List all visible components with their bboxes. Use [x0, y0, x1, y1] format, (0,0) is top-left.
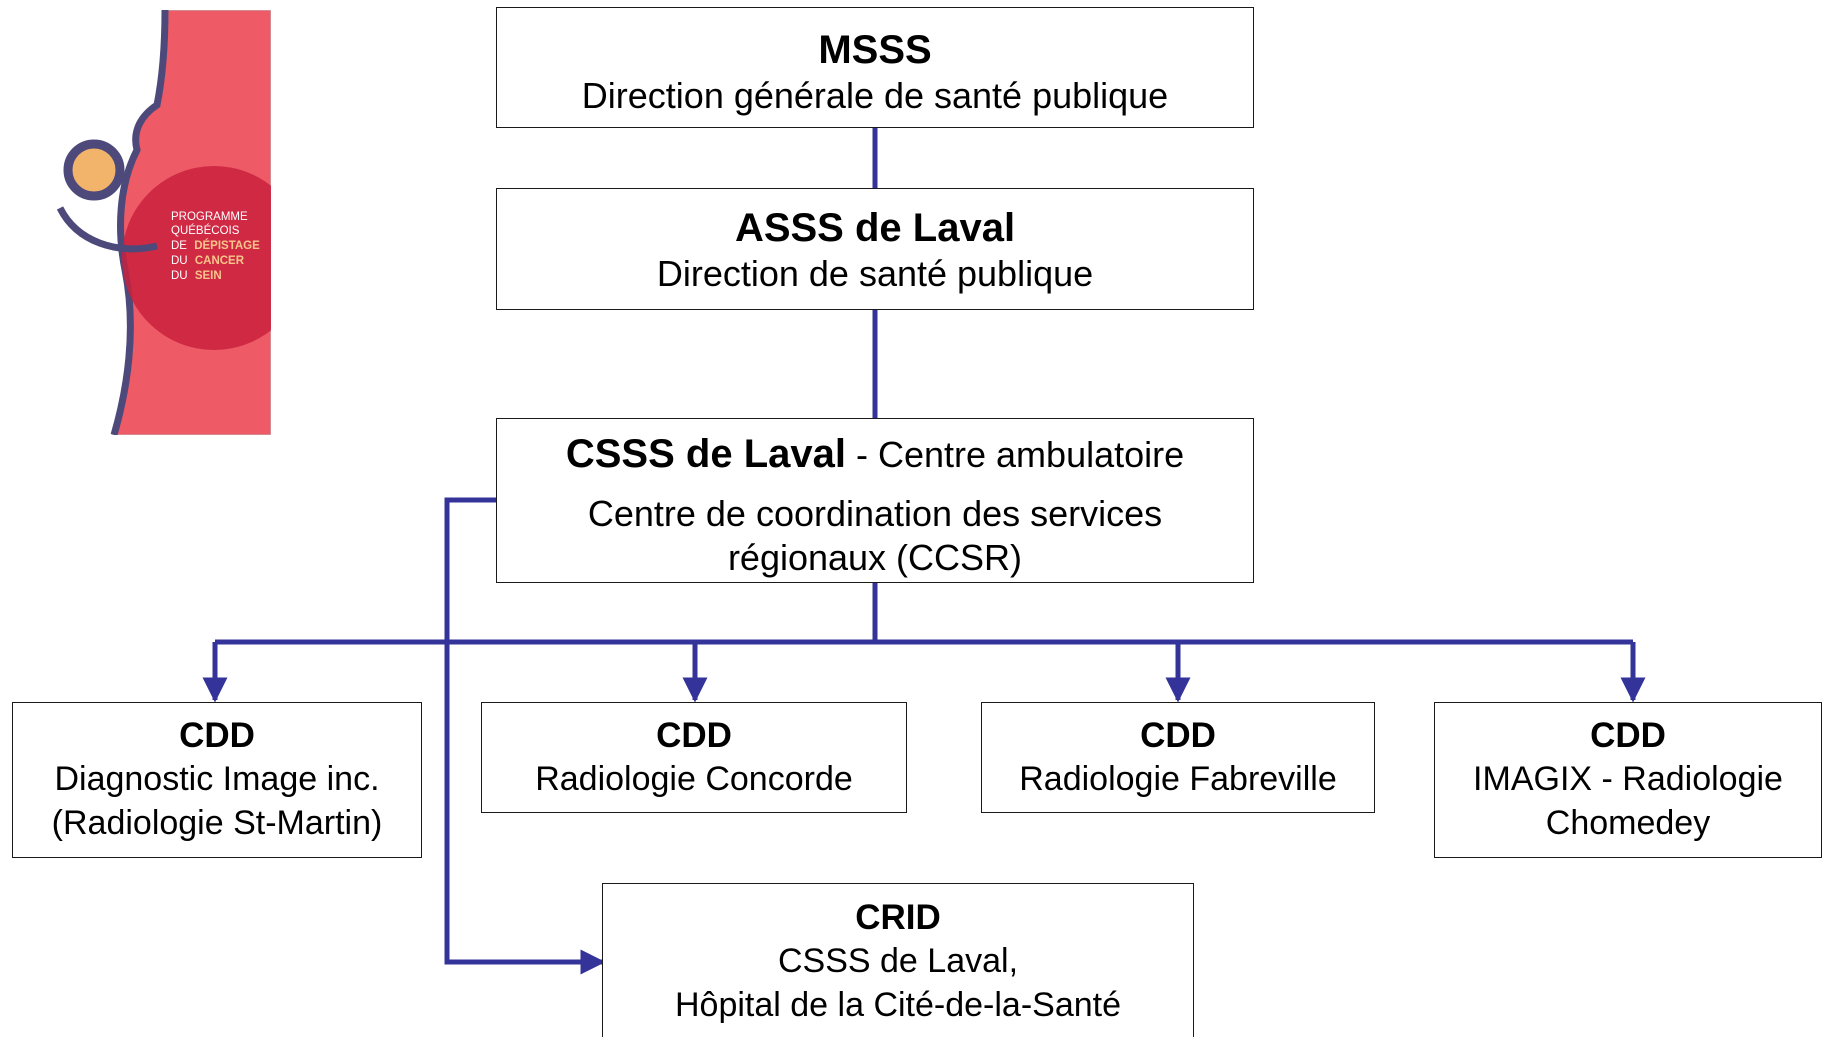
- cdd-imagix-line-1: IMAGIX - Radiologie: [1473, 760, 1783, 798]
- cdd-imagix-node: CDD IMAGIX - Radiologie Chomedey: [1434, 702, 1822, 858]
- csss-title: CSSS de Laval: [565, 432, 846, 476]
- logo-line-3: DE: [171, 240, 187, 252]
- svg-text:PROGRAMME QUÉBÉCOIS DE: PROGRAMME QUÉBÉCOIS DE DÉPISTAGE DU CANC…: [171, 211, 263, 282]
- logo-line-6: CANCER: [195, 255, 245, 267]
- logo-orange-circle: [63, 139, 125, 201]
- msss-title: MSSS: [818, 28, 932, 72]
- cdd-concorde-line-1: Radiologie Concorde: [535, 760, 853, 798]
- connector-csss-to-crid: [444, 497, 606, 975]
- cdd-concorde-node: CDD Radiologie Concorde: [481, 702, 907, 813]
- logo-red-circle: [122, 166, 271, 350]
- cdd-stmartin-line-2: (Radiologie St-Martin): [51, 804, 383, 842]
- csss-node: CSSS de Laval - Centre ambulatoire Centr…: [496, 418, 1254, 583]
- cdd-imagix-title: CDD: [1590, 716, 1666, 755]
- csss-line-2: Centre de coordination des services: [587, 493, 1163, 534]
- logo-line-8: SEIN: [195, 270, 222, 282]
- logo-line-1: PROGRAMME: [171, 211, 248, 223]
- cdd-stmartin-line-1: Diagnostic Image inc.: [54, 760, 380, 798]
- asss-node: ASSS de Laval Direction de santé publiqu…: [496, 188, 1254, 310]
- cdd-stmartin-node: CDD Diagnostic Image inc. (Radiologie St…: [12, 702, 422, 858]
- logo-line-7: DU: [171, 270, 188, 282]
- crid-line-2: Hôpital de la Cité-de-la-Santé: [674, 986, 1122, 1024]
- cdd-concorde-title: CDD: [656, 716, 732, 755]
- cdd-stmartin-title: CDD: [179, 716, 255, 755]
- crid-node: CRID CSSS de Laval, Hôpital de la Cité-d…: [602, 883, 1194, 1037]
- csss-title-line: CSSS de Laval - Centre ambulatoire: [497, 429, 1253, 488]
- crid-title: CRID: [855, 898, 941, 937]
- logo-curve: [110, 10, 169, 435]
- csss-line-3: régionaux (CCSR): [727, 537, 1023, 578]
- crid-line-1: CSSS de Laval,: [777, 942, 1019, 980]
- logo-arc: [57, 206, 158, 253]
- msss-subtitle: Direction générale de santé publique: [581, 75, 1169, 116]
- logo-white-region: [57, 10, 165, 435]
- cdd-fabreville-node: CDD Radiologie Fabreville: [981, 702, 1375, 813]
- asss-subtitle: Direction de santé publique: [656, 253, 1094, 294]
- cdd-fabreville-line-1: Radiologie Fabreville: [1019, 760, 1337, 798]
- logo-line-4: DÉPISTAGE: [194, 239, 260, 252]
- cdd-fabreville-title: CDD: [1140, 716, 1216, 755]
- logo-line-2: QUÉBÉCOIS: [171, 224, 240, 237]
- csss-title-suffix: - Centre ambulatoire: [845, 434, 1185, 475]
- logo-line-5: DU: [171, 255, 188, 267]
- asss-title: ASSS de Laval: [734, 206, 1016, 250]
- msss-node: MSSS Direction générale de santé publiqu…: [496, 7, 1254, 128]
- pqdcs-logo: PROGRAMME QUÉBÉCOIS DE DÉPISTAGE DU CANC…: [57, 10, 271, 435]
- cdd-imagix-line-2: Chomedey: [1545, 804, 1711, 842]
